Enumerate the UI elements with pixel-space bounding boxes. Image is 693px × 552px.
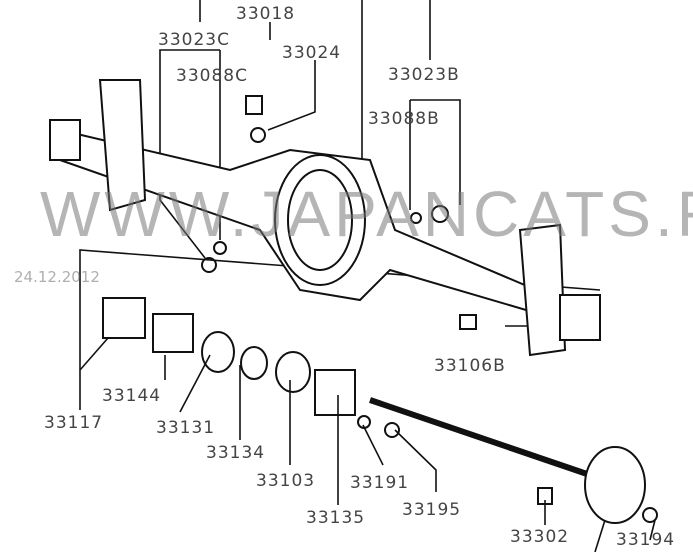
label-33018[interactable]: 33018 xyxy=(236,4,296,24)
label-33088B[interactable]: 33088B xyxy=(368,109,440,129)
label-33103[interactable]: 33103 xyxy=(256,471,316,491)
label-33302[interactable]: 33302 xyxy=(510,527,570,547)
label-33191[interactable]: 33191 xyxy=(350,473,410,493)
watermark: WWW.JAPANCATS.RU xyxy=(40,178,693,250)
label-33195[interactable]: 33195 xyxy=(402,500,462,520)
label-33023B[interactable]: 33023B xyxy=(388,65,460,85)
label-33134[interactable]: 33134 xyxy=(206,443,266,463)
label-33194[interactable]: 33194 xyxy=(616,530,676,550)
label-33023C[interactable]: 33023C xyxy=(158,30,230,50)
label-33144[interactable]: 33144 xyxy=(102,386,162,406)
small-parts xyxy=(102,95,658,524)
label-33135[interactable]: 33135 xyxy=(306,508,366,528)
label-33024[interactable]: 33024 xyxy=(282,43,342,63)
label-33106B[interactable]: 33106B xyxy=(434,356,506,376)
date-stamp: 24.12.2012 xyxy=(14,268,100,286)
label-33117[interactable]: 33117 xyxy=(44,413,104,433)
label-33088C[interactable]: 33088C xyxy=(176,66,248,86)
label-33131[interactable]: 33131 xyxy=(156,418,216,438)
axle-housing xyxy=(49,79,601,357)
